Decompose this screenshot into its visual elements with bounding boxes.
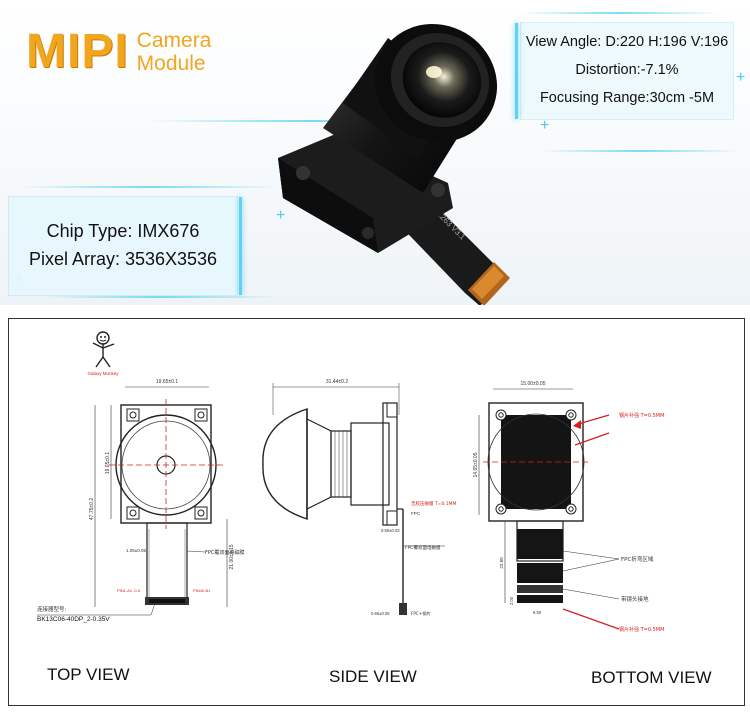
brand-logo: MIPI Camera Module xyxy=(26,28,211,76)
side-note-3: FPC覆双面电磁膜 xyxy=(405,544,441,551)
side-dim-bottom: 0.65±0.05 xyxy=(371,611,390,616)
plus-icon: + xyxy=(276,207,286,224)
glow-line xyxy=(150,120,470,122)
view-angle-text: View Angle: D:220 H:196 V:196 xyxy=(525,34,729,50)
product-banner: + + + + MIPI Camera Module View Angle: D… xyxy=(0,0,750,305)
accent-bar xyxy=(239,197,242,295)
side-note-4: FPC+钢片 xyxy=(411,610,431,617)
top-conn-right: PIN40-B1 xyxy=(193,588,211,593)
bottom-dim-width: 15.00±0.05 xyxy=(521,381,546,387)
glow-line xyxy=(20,186,280,188)
optics-spec-box: View Angle: D:220 H:196 V:196 Distortion… xyxy=(515,22,734,120)
bottom-note-steel-top: 钢片补强 T=0.5MM xyxy=(619,412,664,419)
glow-line xyxy=(520,12,720,14)
camera-module-image: SFHX676-1263 V3.1 xyxy=(278,23,510,305)
bottom-dim-fpc-w: 9.50 xyxy=(533,610,542,615)
top-dim-fpc: 21.00±0.15 xyxy=(229,544,235,569)
bottom-dim-height: 14.65±0.05 xyxy=(473,452,479,477)
top-dim-width: 19.65±0.1 xyxy=(156,379,178,385)
side-dim-thick: 0.50±0.03 xyxy=(381,528,400,533)
brand-line-1: Camera xyxy=(136,29,212,52)
side-view-drawing: 31.44±0.2 无胶压磁膜 T=0.1MM FPC 0.50±0.03 FP… xyxy=(262,379,456,617)
side-view-label: SIDE VIEW xyxy=(329,667,417,686)
bottom-view-label: BOTTOM VIEW xyxy=(591,668,712,687)
top-dim-small: 1.05±0.05 xyxy=(126,548,146,553)
glow-line xyxy=(40,296,280,298)
bottom-dim-fpc-len: 23.80 xyxy=(499,557,504,569)
brand-subtitle: Camera Module xyxy=(137,29,212,75)
bottom-dim-small: 2.00 xyxy=(509,596,514,605)
bottom-note-fpc-bend: FPC折弯区域 xyxy=(621,555,654,563)
top-view-drawing: 19.65±0.1 47.75±0.2 19.65±0.1 21.00±0.15… xyxy=(37,379,244,623)
top-dim-height-body: 19.65±0.1 xyxy=(105,452,111,474)
side-dim-length: 31.44±0.2 xyxy=(326,379,348,385)
mascot-logo: Galaxy Monkey xyxy=(87,331,119,376)
glow-line xyxy=(540,150,740,152)
top-conn-left: PIN1-A1 -0.5 xyxy=(117,588,141,593)
plus-icon: + xyxy=(736,69,746,86)
brand-line-2: Module xyxy=(136,52,206,75)
sensor-spec-box: Chip Type: IMX676 Pixel Array: 3536X3536 xyxy=(8,196,242,296)
top-fpc-note: FPC覆双面电磁膜 xyxy=(205,549,244,556)
distortion-text: Distortion:-7.1% xyxy=(575,62,679,78)
bottom-note-ground: 带镜头接地 xyxy=(621,595,649,603)
top-view-label: TOP VIEW xyxy=(47,665,130,684)
brand-mipi: MIPI xyxy=(26,25,129,78)
bottom-view-drawing: 15.00±0.05 14.65±0.05 23.80 2.00 9.50 钢片… xyxy=(473,381,664,633)
accent-bar xyxy=(515,23,518,119)
connector-model: BK13C06-40DP_2-0.35V xyxy=(37,616,110,623)
connector-title: 连接器型号: xyxy=(37,605,67,613)
side-note-1: 无胶压磁膜 T=0.1MM xyxy=(411,500,456,507)
focusing-range-text: Focusing Range:30cm -5M xyxy=(539,90,715,106)
technical-drawing: Galaxy Monkey 19.65±0.1 47.75±0.2 19.65±… xyxy=(8,318,745,706)
side-note-2: FPC xyxy=(411,511,421,516)
chip-type-text: Chip Type: IMX676 xyxy=(46,221,200,241)
bottom-note-steel-bottom: 钢片补强 T=0.5MM xyxy=(619,626,664,633)
pixel-array-text: Pixel Array: 3536X3536 xyxy=(28,249,218,269)
top-dim-height-total: 47.75±0.2 xyxy=(89,498,95,520)
plus-icon: + xyxy=(540,117,550,134)
mascot-caption: Galaxy Monkey xyxy=(87,371,119,376)
